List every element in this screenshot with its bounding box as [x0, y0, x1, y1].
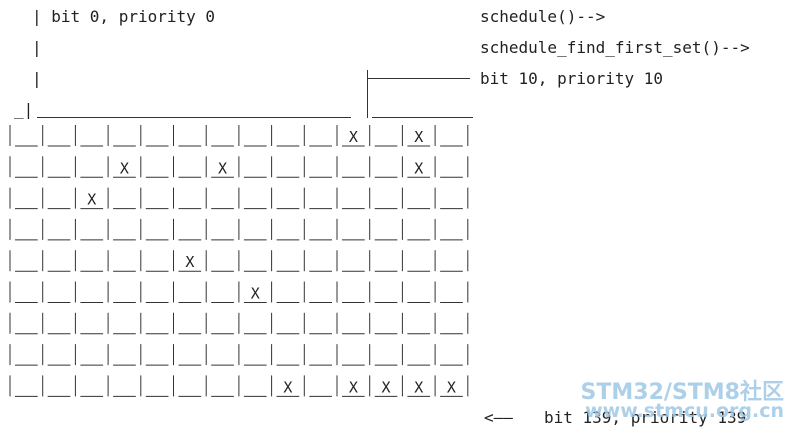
watermark-line2: www.stmcu.org.cn: [585, 400, 784, 422]
grid-cell-mark: X: [283, 378, 292, 396]
bit10-connector-vertical: [367, 70, 368, 118]
schedule-label: schedule()-->: [480, 7, 606, 26]
grid-cell-mark: X: [218, 159, 227, 177]
bit10-label: bit 10, priority 10: [480, 69, 664, 88]
grid-cell-mark: X: [120, 159, 129, 177]
grid-cell-mark: X: [447, 378, 456, 396]
bitmap-top-brace-right: [372, 117, 473, 118]
grid-cell-mark: X: [414, 128, 423, 146]
grid-cell-mark: X: [414, 378, 423, 396]
grid-cell-mark: X: [87, 191, 96, 209]
grid-cell-mark: X: [414, 159, 423, 177]
find-first-set-label: schedule_find_first_set()-->: [480, 38, 750, 57]
grid-cell-mark: X: [251, 285, 260, 303]
bit139-label: bit 139, priority 139: [544, 408, 747, 427]
bit0-connector-1: |: [32, 38, 42, 57]
bit0-connector-3: _|: [14, 100, 34, 119]
bit0-label: | bit 0, priority 0: [32, 7, 216, 26]
grid-cell-mark: X: [382, 378, 391, 396]
bit139-arrow: <——: [484, 408, 513, 427]
bitmap-top-brace-left: [37, 117, 351, 118]
bit0-connector-2: |: [32, 69, 42, 88]
grid-cell-mark: X: [185, 253, 194, 271]
bit10-connector-horizontal: [368, 78, 470, 79]
grid-cell-mark: X: [349, 128, 358, 146]
watermark-line1: STM32/STM8社区: [580, 380, 784, 405]
grid-cell-mark: X: [349, 378, 358, 396]
